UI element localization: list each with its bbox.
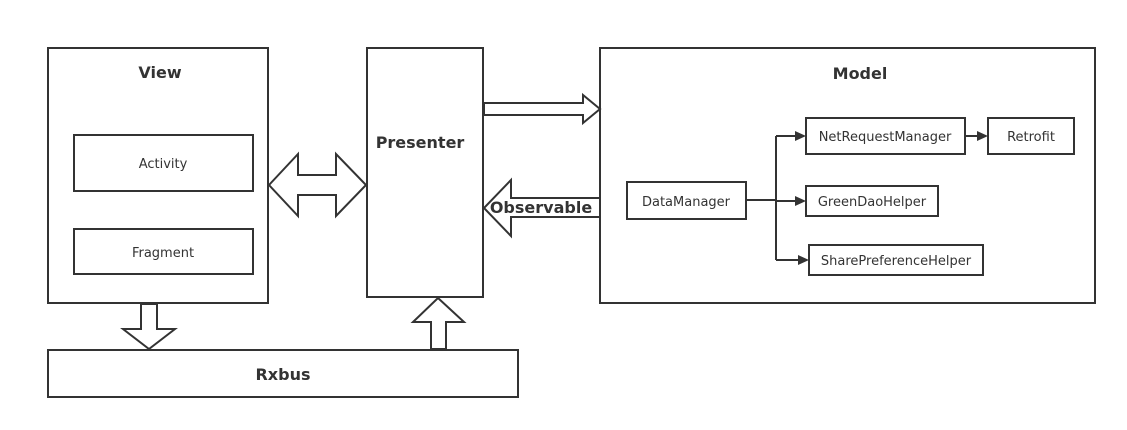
arrowhead-icon bbox=[798, 255, 809, 265]
fragment-box bbox=[73, 228, 254, 275]
netrequestmanager-label: NetRequestManager bbox=[819, 130, 952, 145]
rxbus-to-presenter-arrow-icon bbox=[410, 296, 467, 350]
retrofit-label: Retrofit bbox=[1007, 130, 1055, 145]
view-title: View bbox=[138, 63, 181, 82]
datamanager-box bbox=[626, 181, 747, 220]
activity-label: Activity bbox=[139, 157, 188, 172]
arrowhead-icon bbox=[795, 131, 806, 141]
arrowhead-icon bbox=[795, 196, 806, 206]
presenter-title: Presenter bbox=[376, 133, 465, 152]
view-to-rxbus-arrow-icon bbox=[120, 303, 178, 351]
rxbus-block: Rxbus bbox=[47, 349, 519, 398]
view-presenter-double-arrow-icon bbox=[267, 151, 368, 219]
datamanager-label: DataManager bbox=[642, 195, 731, 210]
presenter-to-model-arrow-icon bbox=[483, 92, 602, 126]
fragment-label: Fragment bbox=[132, 246, 194, 261]
observable-label: Observable bbox=[490, 198, 592, 217]
activity-box bbox=[73, 134, 254, 192]
observable-arrow-icon bbox=[482, 177, 601, 239]
model-title: Model bbox=[833, 64, 888, 83]
model-block: Model DataManager NetRequestManager Retr… bbox=[599, 47, 1096, 304]
view-block: View Activity Fragment bbox=[47, 47, 269, 304]
arrowhead-icon bbox=[977, 131, 988, 141]
presenter-block: Presenter bbox=[366, 47, 484, 298]
presenter-container bbox=[366, 47, 484, 298]
datamanager-connectors bbox=[746, 131, 988, 265]
greendaohelper-label: GreenDaoHelper bbox=[818, 195, 927, 210]
rxbus-title: Rxbus bbox=[255, 365, 310, 384]
retrofit-box bbox=[987, 117, 1075, 155]
sharepreferencehelper-label: SharePreferenceHelper bbox=[821, 254, 972, 269]
rxbus-container bbox=[47, 349, 519, 398]
